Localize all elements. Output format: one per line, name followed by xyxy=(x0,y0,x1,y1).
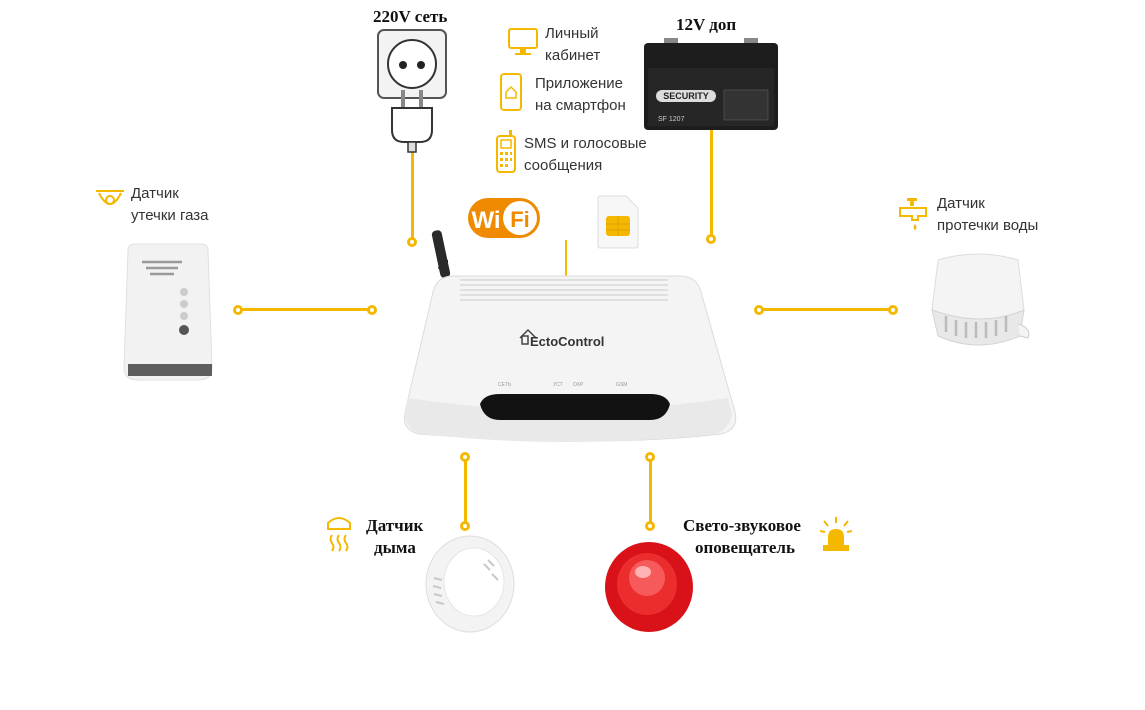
sim-card-icon xyxy=(597,195,639,249)
battery-model: SF 1207 xyxy=(658,116,685,123)
gas-label-line1: Датчик xyxy=(131,185,179,202)
siren-label-line1: Свето-звуковое xyxy=(683,516,801,535)
battery-connector-line xyxy=(710,130,713,238)
gas-sensor-icon xyxy=(96,190,124,205)
smoke-sensor-device xyxy=(425,535,515,633)
gas-sensor-device xyxy=(123,243,213,381)
gas-connector-dot-left xyxy=(233,305,243,315)
power-plug-icon xyxy=(377,29,447,153)
app-label-line2: на смартфон xyxy=(535,97,626,114)
siren-connector-dot-bottom xyxy=(645,521,655,531)
smoke-label-line1: Датчик xyxy=(366,516,424,535)
smoke-connector-dot-bottom xyxy=(460,521,470,531)
wifi-icon: Wi Fi xyxy=(468,198,540,238)
gas-connector-dot-right xyxy=(367,305,377,315)
power-connector-line xyxy=(411,150,414,240)
water-label-line2: протечки воды xyxy=(937,217,1039,234)
device-brand: EctoControl xyxy=(530,334,604,349)
mobile-phone-icon xyxy=(496,130,516,173)
device-led-label-3: ОХР xyxy=(573,382,584,388)
sms-label-line1: SMS и голосовые xyxy=(524,135,647,152)
water-connector-dot-right xyxy=(888,305,898,315)
water-connector-dot-left xyxy=(754,305,764,315)
cabinet-label-line2: кабинет xyxy=(545,47,601,64)
battery-label: 12V доп xyxy=(676,15,737,34)
power-label: 220V сеть xyxy=(373,7,448,26)
cabinet-label-line1: Личный xyxy=(545,25,599,42)
siren-connector-line xyxy=(649,458,652,526)
app-label-line1: Приложение xyxy=(535,75,623,92)
wifi-fi-text: Fi xyxy=(510,207,530,232)
water-sensor-device xyxy=(931,253,1030,346)
device-led-label-4: GSM xyxy=(616,382,627,388)
monitor-icon xyxy=(508,28,538,55)
smartphone-icon xyxy=(500,73,522,111)
siren-icon xyxy=(819,517,853,551)
wifi-wi-text: Wi xyxy=(471,207,500,234)
control-unit: EctoControl СЕТЬ УСТ ОХР GSM xyxy=(403,230,737,442)
smoke-connector-line xyxy=(464,458,467,526)
power-connector-dot xyxy=(407,237,417,247)
water-tap-icon xyxy=(899,198,927,230)
device-led-label-1: СЕТЬ xyxy=(498,382,512,388)
smoke-sensor-icon xyxy=(327,517,351,552)
siren-label-line2: оповещатель xyxy=(695,538,795,557)
battery-brand: SECURITY xyxy=(663,91,709,101)
device-led-label-2: УСТ xyxy=(553,382,563,388)
gas-label-line2: утечки газа xyxy=(131,207,209,224)
battery-icon: SECURITY SF 1207 xyxy=(644,38,778,130)
water-connector-line xyxy=(760,308,892,311)
sms-label-line2: сообщения xyxy=(524,157,603,174)
gas-connector-line xyxy=(240,308,372,311)
siren-connector-dot-top xyxy=(645,452,655,462)
smoke-connector-dot-top xyxy=(460,452,470,462)
siren-device xyxy=(605,542,693,632)
battery-connector-dot xyxy=(706,234,716,244)
water-label-line1: Датчик xyxy=(937,195,985,212)
smoke-label-line2: дыма xyxy=(374,538,416,557)
